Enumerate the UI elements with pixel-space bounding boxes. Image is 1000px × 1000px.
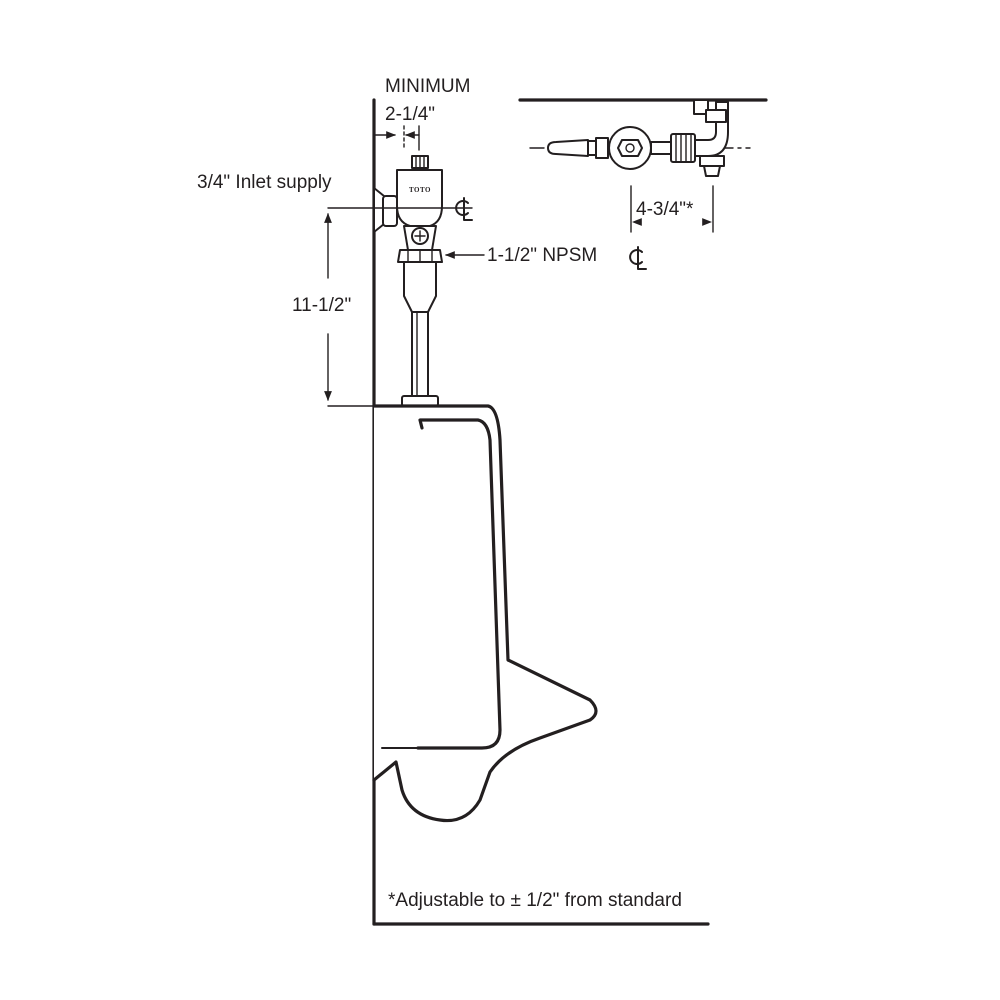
top-view-dimension: 4-3/4"* <box>630 185 714 233</box>
top-offset-label: 4-3/4"* <box>636 199 694 220</box>
wall-offset-label: 2-1/4" <box>385 104 435 125</box>
height-dimension <box>324 207 473 407</box>
inlet-supply-label: 3/4" Inlet supply <box>197 172 332 193</box>
centerline-symbol-npsm <box>629 246 647 270</box>
top-view-valve <box>529 99 751 177</box>
wall-offset-dimension <box>373 125 420 151</box>
flush-valve: TOTO <box>373 155 443 407</box>
centerline-symbol-inlet <box>455 197 473 221</box>
minimum-label: MINIMUM <box>385 76 470 97</box>
footnote: *Adjustable to ± 1/2" from standard <box>388 890 682 911</box>
height-label: 11-1/2" <box>292 295 351 316</box>
npsm-label: 1-1/2" NPSM <box>487 245 597 266</box>
brand-text: TOTO <box>409 186 431 194</box>
urinal <box>372 404 598 823</box>
